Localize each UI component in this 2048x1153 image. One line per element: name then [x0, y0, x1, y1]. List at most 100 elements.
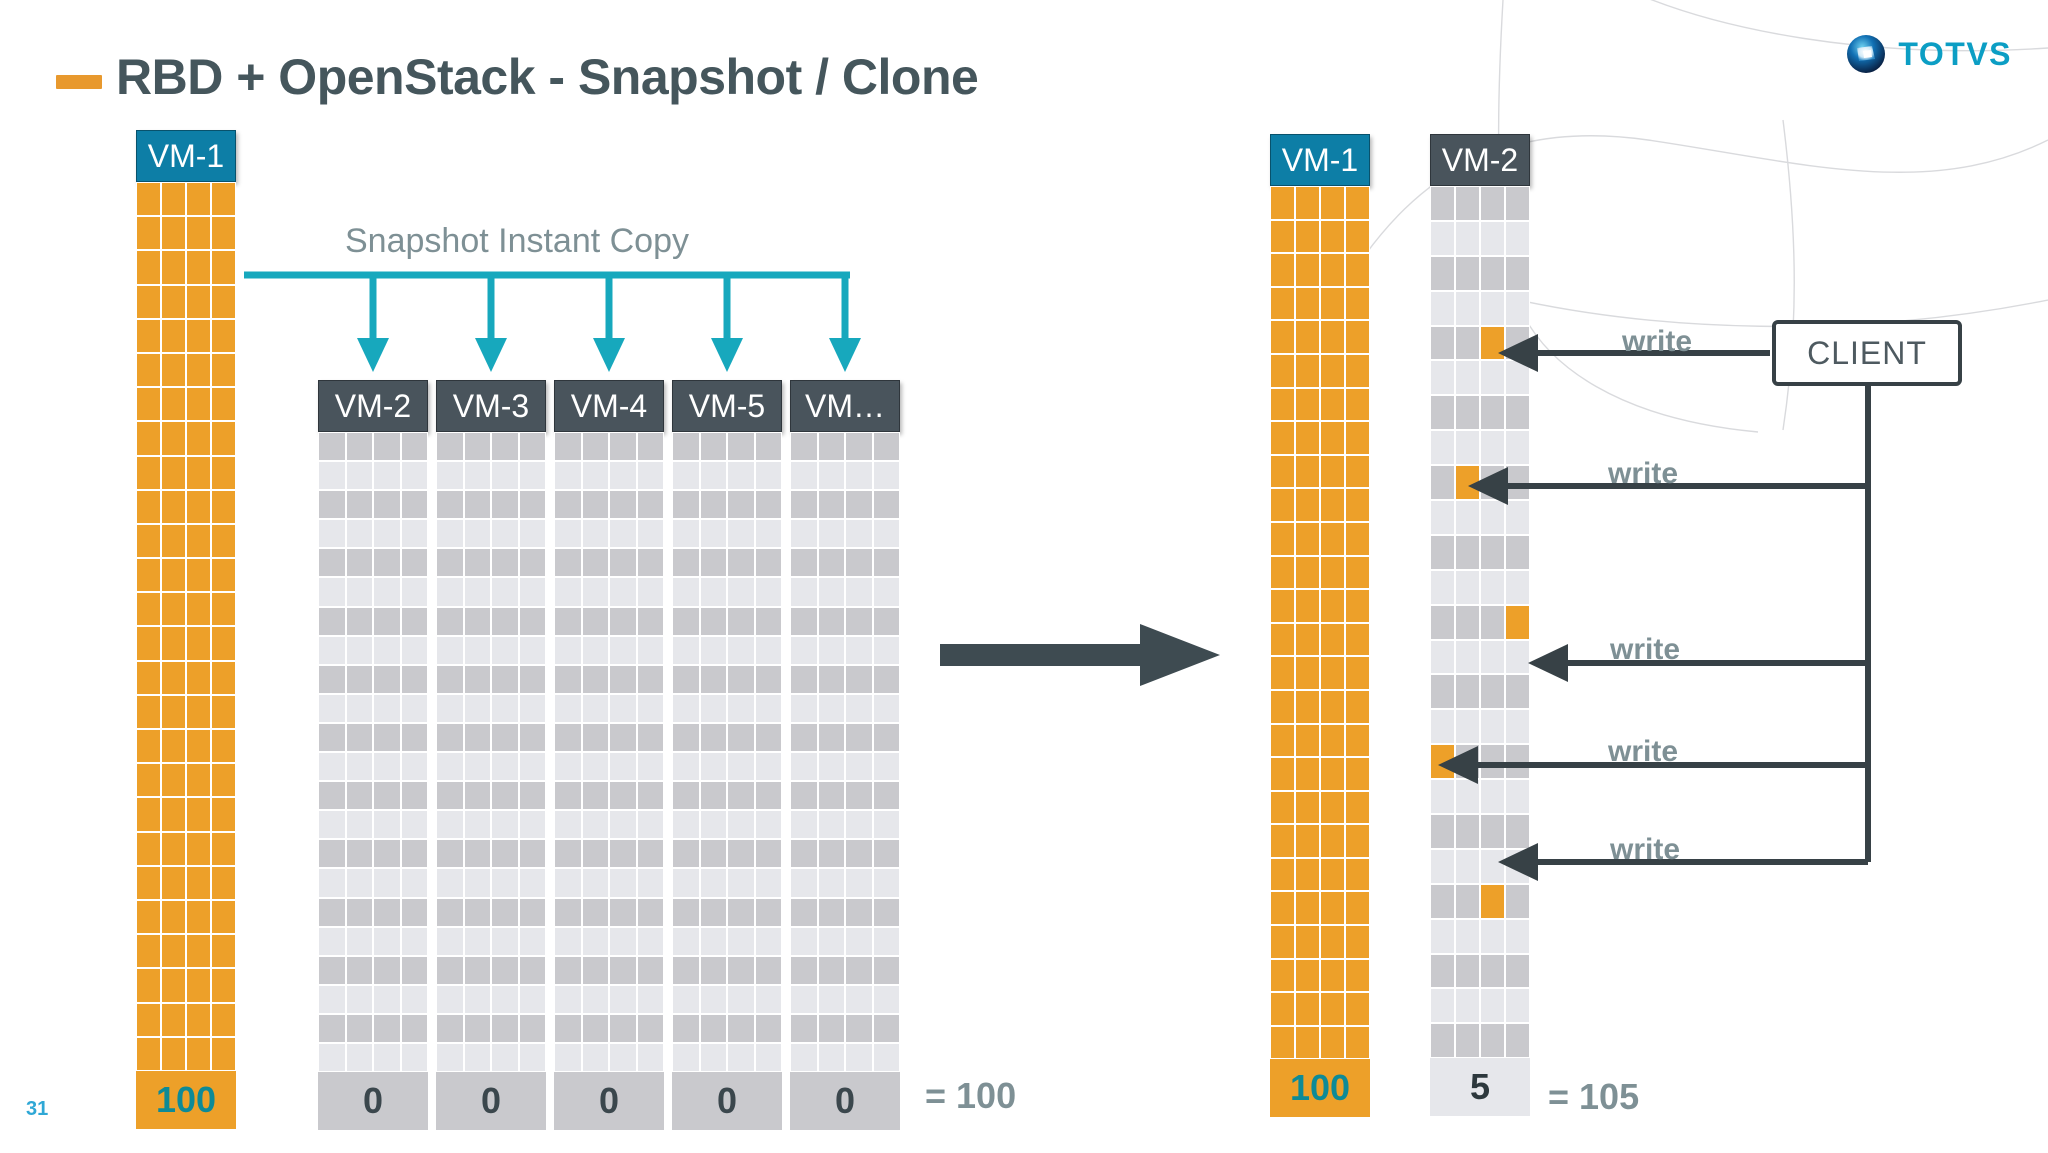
grid-cell	[161, 968, 186, 1003]
grid-cell	[817, 1013, 845, 1043]
grid-cell	[672, 519, 700, 549]
grid-cell	[491, 897, 519, 927]
grid-cell	[554, 897, 582, 927]
grid-cell	[1270, 454, 1295, 489]
grid-cell	[1480, 848, 1505, 884]
grid-cell	[1345, 656, 1370, 690]
grid-cell	[1295, 286, 1320, 321]
grid-cell	[699, 693, 727, 723]
grid-cell	[161, 694, 186, 729]
grid-cell	[436, 548, 464, 578]
right-vm2-label[interactable]: VM-2	[1430, 134, 1530, 186]
snapshot-label-vm3[interactable]: VM-3	[436, 380, 546, 432]
grid-cell	[463, 635, 491, 665]
grid-cell	[1270, 857, 1295, 892]
grid-cell	[1345, 958, 1370, 993]
grid-cell	[1455, 255, 1480, 291]
grid-cell	[136, 387, 161, 422]
grid-cell	[754, 693, 782, 723]
grid-cell	[1430, 186, 1455, 221]
grid-cell	[636, 984, 664, 1014]
grid-cell	[345, 432, 373, 462]
grid-row	[790, 693, 900, 723]
grid-cell	[817, 635, 845, 665]
grid-row	[790, 548, 900, 578]
grid-cell	[400, 606, 428, 636]
grid-cell	[161, 489, 186, 524]
grid-row	[136, 797, 236, 832]
grid-cell	[136, 489, 161, 524]
grid-cell	[1480, 709, 1505, 745]
grid-row	[1270, 656, 1370, 690]
grid-cell	[1270, 723, 1295, 758]
grid-cell	[872, 810, 900, 840]
left-vm1-label[interactable]: VM-1	[136, 130, 236, 182]
grid-cell	[136, 216, 161, 251]
grid-row	[136, 694, 236, 729]
grid-row	[1430, 500, 1530, 535]
grid-cell	[1480, 220, 1505, 256]
grid-cell	[491, 722, 519, 753]
grid-cell	[436, 781, 464, 811]
grid-cell	[373, 490, 401, 520]
grid-row	[790, 722, 900, 753]
grid-cell	[1345, 824, 1370, 858]
grid-row	[436, 984, 546, 1014]
grid-row	[136, 387, 236, 422]
grid-cell	[872, 781, 900, 811]
grid-row	[318, 897, 428, 927]
snapshot-label-vm2[interactable]: VM-2	[318, 380, 428, 432]
grid-cell	[491, 1042, 519, 1073]
snapshot-grid-vm3	[436, 432, 546, 1073]
grid-cell	[186, 421, 211, 456]
grid-cell	[1270, 421, 1295, 455]
grid-cell	[1320, 353, 1345, 388]
grid-cell	[727, 752, 755, 782]
grid-cell	[754, 955, 782, 985]
grid-cell	[1480, 290, 1505, 326]
page-title: RBD + OpenStack - Snapshot / Clone	[56, 48, 979, 106]
grid-row	[318, 606, 428, 636]
grid-cell	[581, 606, 609, 636]
grid-cell	[609, 926, 637, 956]
totvs-orb-icon	[1847, 35, 1886, 73]
grid-row	[790, 955, 900, 985]
grid-cell	[136, 421, 161, 456]
grid-cell-written	[1430, 744, 1455, 780]
grid-cell	[1455, 395, 1480, 431]
grid-cell	[318, 810, 346, 840]
grid-cell	[463, 1013, 491, 1043]
grid-cell	[609, 1013, 637, 1043]
grid-cell	[609, 432, 637, 462]
grid-cell	[1430, 220, 1455, 256]
grid-cell	[636, 461, 664, 491]
grid-cell	[186, 455, 211, 490]
grid-row	[318, 432, 428, 462]
snapshot-label-vm-ellipsis[interactable]: VM…	[790, 380, 900, 432]
right-vm1-label[interactable]: VM-1	[1270, 134, 1370, 186]
snapshot-label-vm4[interactable]: VM-4	[554, 380, 664, 432]
grid-cell	[436, 1042, 464, 1073]
grid-row	[436, 839, 546, 869]
grid-cell	[373, 577, 401, 607]
grid-cell	[136, 318, 161, 353]
grid-row	[1270, 622, 1370, 657]
grid-cell	[136, 831, 161, 866]
grid-cell	[672, 984, 700, 1014]
grid-cell	[373, 752, 401, 782]
grid-cell	[400, 490, 428, 520]
grid-row	[136, 626, 236, 661]
grid-cell	[400, 839, 428, 869]
grid-cell	[1430, 883, 1455, 919]
grid-cell	[581, 1013, 609, 1043]
grid-cell	[554, 432, 582, 462]
client-box[interactable]: CLIENT	[1772, 320, 1962, 386]
grid-cell	[211, 694, 236, 729]
grid-cell	[161, 558, 186, 593]
grid-cell	[699, 810, 727, 840]
grid-cell	[754, 810, 782, 840]
snapshot-label-vm5[interactable]: VM-5	[672, 380, 782, 432]
grid-cell	[699, 635, 727, 665]
grid-row	[136, 421, 236, 456]
